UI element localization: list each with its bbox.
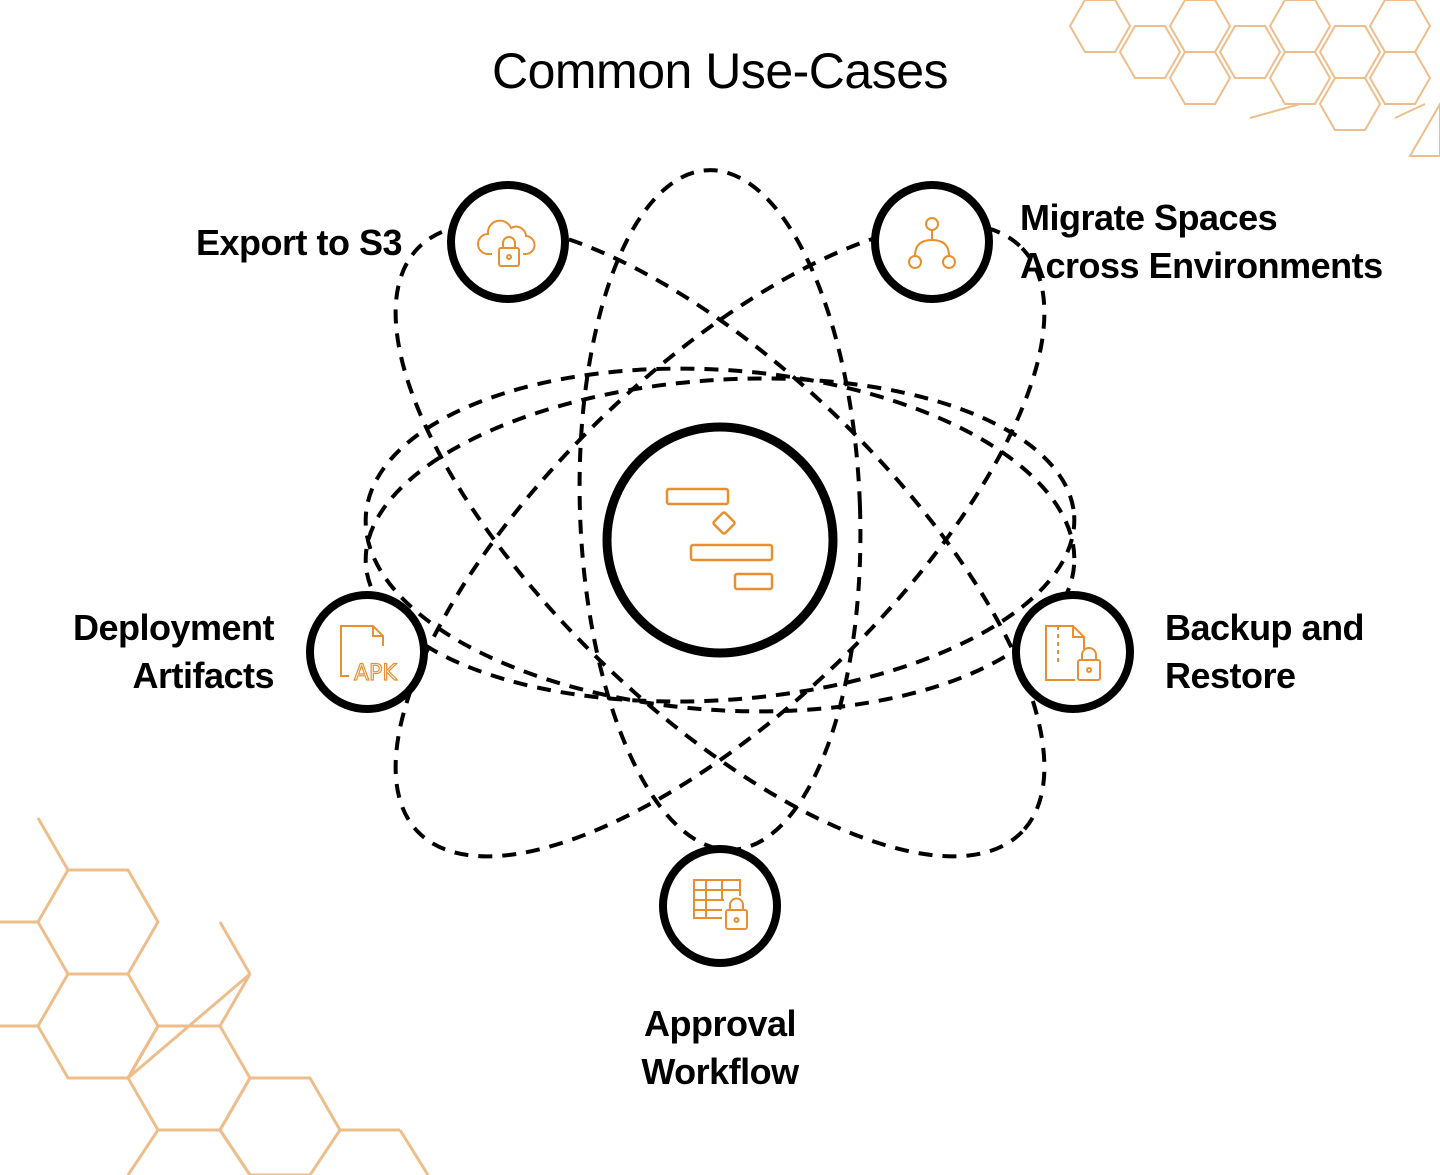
cloud-lock-icon — [477, 219, 536, 267]
label-line: Migrate Spaces — [1020, 197, 1278, 238]
label-line: Approval — [643, 1003, 797, 1044]
label-line: Backup and — [1165, 607, 1365, 648]
orbit-horizontal-2 — [363, 376, 1077, 704]
label-approval: Approval Workflow — [0, 1000, 1440, 1096]
label-line: Artifacts — [132, 655, 274, 696]
page-title: Common Use-Cases — [491, 43, 949, 99]
label-export: Export to S3 — [196, 219, 403, 267]
label-line: Deployment — [72, 607, 275, 648]
orbit-diagonal-1 — [393, 221, 1047, 859]
honeycomb-bottom-left — [0, 817, 430, 1175]
center-node — [602, 422, 838, 658]
table-lock-icon — [693, 879, 748, 930]
node-export — [447, 181, 569, 303]
label-line: Across Environments — [1020, 245, 1383, 286]
branch-icon — [908, 217, 956, 269]
honeycomb-top-right — [1068, 0, 1440, 157]
workflow-gantt-icon — [665, 487, 774, 591]
label-line: Restore — [1165, 655, 1296, 696]
apk-file-icon: APK — [340, 625, 398, 687]
label-line: Workflow — [641, 1051, 799, 1092]
label-line: Export to S3 — [196, 222, 403, 263]
node-approval — [659, 845, 781, 967]
orbit-horizontal — [363, 366, 1077, 714]
label-deploy: Deployment Artifacts — [72, 604, 275, 700]
label-backup: Backup and Restore — [1165, 604, 1365, 700]
svg-text:APK: APK — [354, 661, 397, 686]
orbit-diagonal-2 — [393, 221, 1047, 859]
zip-lock-icon — [1045, 625, 1101, 681]
node-migrate — [871, 181, 993, 303]
node-backup — [1012, 591, 1134, 713]
node-deploy: APK — [306, 591, 428, 713]
label-migrate: Migrate Spaces Across Environments — [1020, 194, 1383, 290]
